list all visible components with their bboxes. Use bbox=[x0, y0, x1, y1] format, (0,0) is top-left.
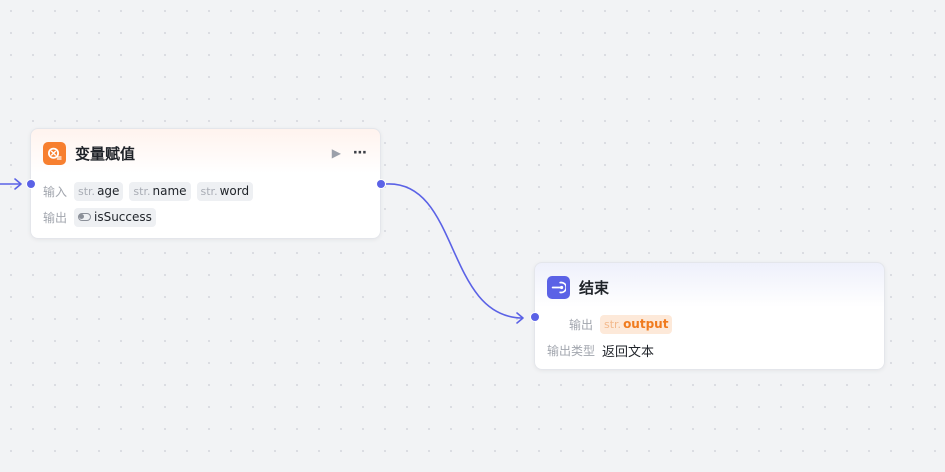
var-node-input-port[interactable] bbox=[26, 179, 36, 189]
output-label: 输出 bbox=[569, 317, 594, 332]
variable-icon bbox=[43, 141, 66, 165]
end-icon bbox=[547, 275, 570, 299]
end-node-input-port[interactable] bbox=[530, 312, 540, 322]
node-title: 结束 bbox=[579, 278, 610, 297]
input-var-word: str. word bbox=[196, 181, 254, 201]
end-node[interactable]: 结束 输出 str. output 输出类型 返回文本 bbox=[534, 262, 885, 370]
incoming-edge-arrow-icon bbox=[14, 178, 22, 190]
output-type-label: 输出类型 bbox=[547, 343, 596, 358]
output-type-value: 返回文本 bbox=[602, 344, 655, 360]
input-row: 输入 str. age str. name str. word bbox=[43, 181, 259, 201]
output-var-issuccess: isSuccess bbox=[74, 207, 156, 227]
node-header: 变量赋值 ▶ ⋯ bbox=[43, 141, 368, 165]
boolean-icon bbox=[78, 213, 91, 221]
more-icon[interactable]: ⋯ bbox=[353, 145, 368, 161]
input-var-name: str. name bbox=[129, 181, 191, 201]
connection-edge-arrow-icon bbox=[516, 312, 524, 324]
output-label: 输出 bbox=[43, 210, 68, 225]
output-var-output: str. output bbox=[600, 314, 673, 334]
variable-assign-node[interactable]: 变量赋值 ▶ ⋯ 输入 str. age str. name str. word… bbox=[30, 128, 381, 239]
input-label: 输入 bbox=[43, 184, 68, 199]
output-row: 输出 str. output bbox=[569, 314, 678, 334]
output-type-row: 输出类型 返回文本 bbox=[547, 340, 654, 360]
output-row: 输出 isSuccess bbox=[43, 207, 162, 227]
input-var-age: str. age bbox=[74, 181, 124, 201]
node-title: 变量赋值 bbox=[75, 144, 136, 163]
node-header: 结束 bbox=[547, 275, 872, 299]
connection-edge[interactable] bbox=[385, 183, 524, 319]
play-icon[interactable]: ▶ bbox=[331, 146, 341, 160]
var-node-output-port[interactable] bbox=[376, 179, 386, 189]
